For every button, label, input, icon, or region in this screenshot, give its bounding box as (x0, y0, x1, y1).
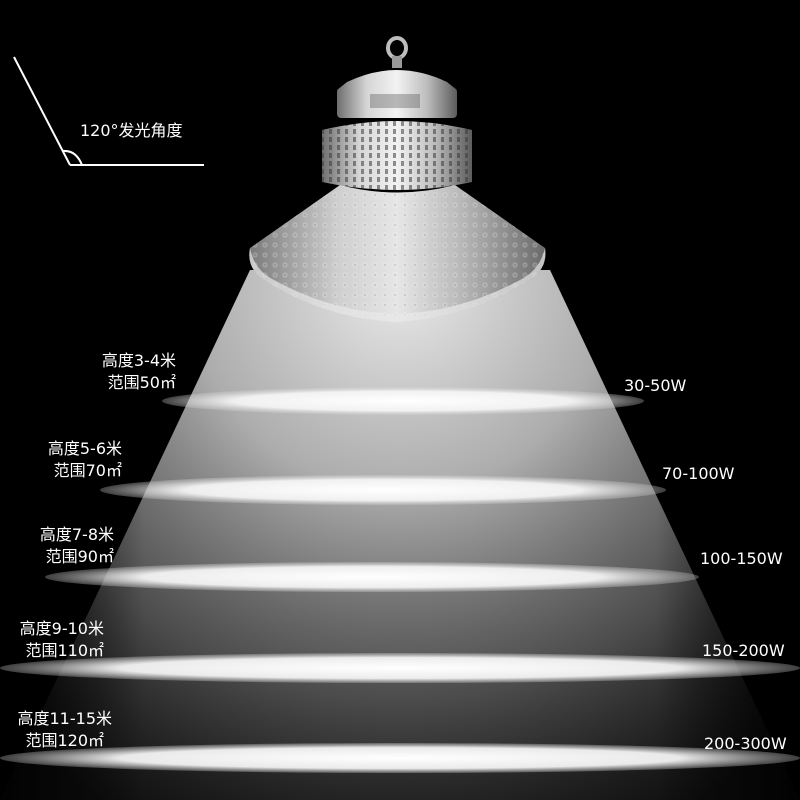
level-1-height: 高度3-4米 (101, 351, 176, 370)
floor-ellipse-1 (162, 387, 644, 415)
floor-ellipse-2 (100, 475, 666, 505)
level-3-power: 100-150W (700, 549, 783, 568)
level-3-range: 范围90㎡ (45, 547, 114, 566)
floor-ellipse-5 (0, 743, 800, 773)
level-2-height: 高度5-6米 (47, 439, 122, 458)
angle-indicator (13, 56, 204, 166)
level-2-power: 70-100W (662, 464, 735, 483)
beam-angle-caption: 120°发光角度 (80, 121, 183, 140)
level-5-power: 200-300W (704, 734, 787, 753)
hanging-hook-icon (386, 36, 408, 60)
level-3-height: 高度7-8米 (39, 525, 114, 544)
level-4-power: 150-200W (702, 641, 785, 660)
level-5-range: 范围120㎡ (25, 731, 104, 750)
level-2-range: 范围70㎡ (53, 461, 122, 480)
level-1-range: 范围50㎡ (107, 373, 176, 392)
floor-ellipse-3 (45, 562, 699, 592)
lamp (249, 36, 546, 322)
level-1-power: 30-50W (624, 376, 687, 395)
level-5-height: 高度11-15米 (17, 709, 113, 728)
level-4-height: 高度9-10米 (19, 619, 104, 638)
level-4-range: 范围110㎡ (25, 641, 104, 660)
floor-ellipse-4 (0, 653, 800, 683)
